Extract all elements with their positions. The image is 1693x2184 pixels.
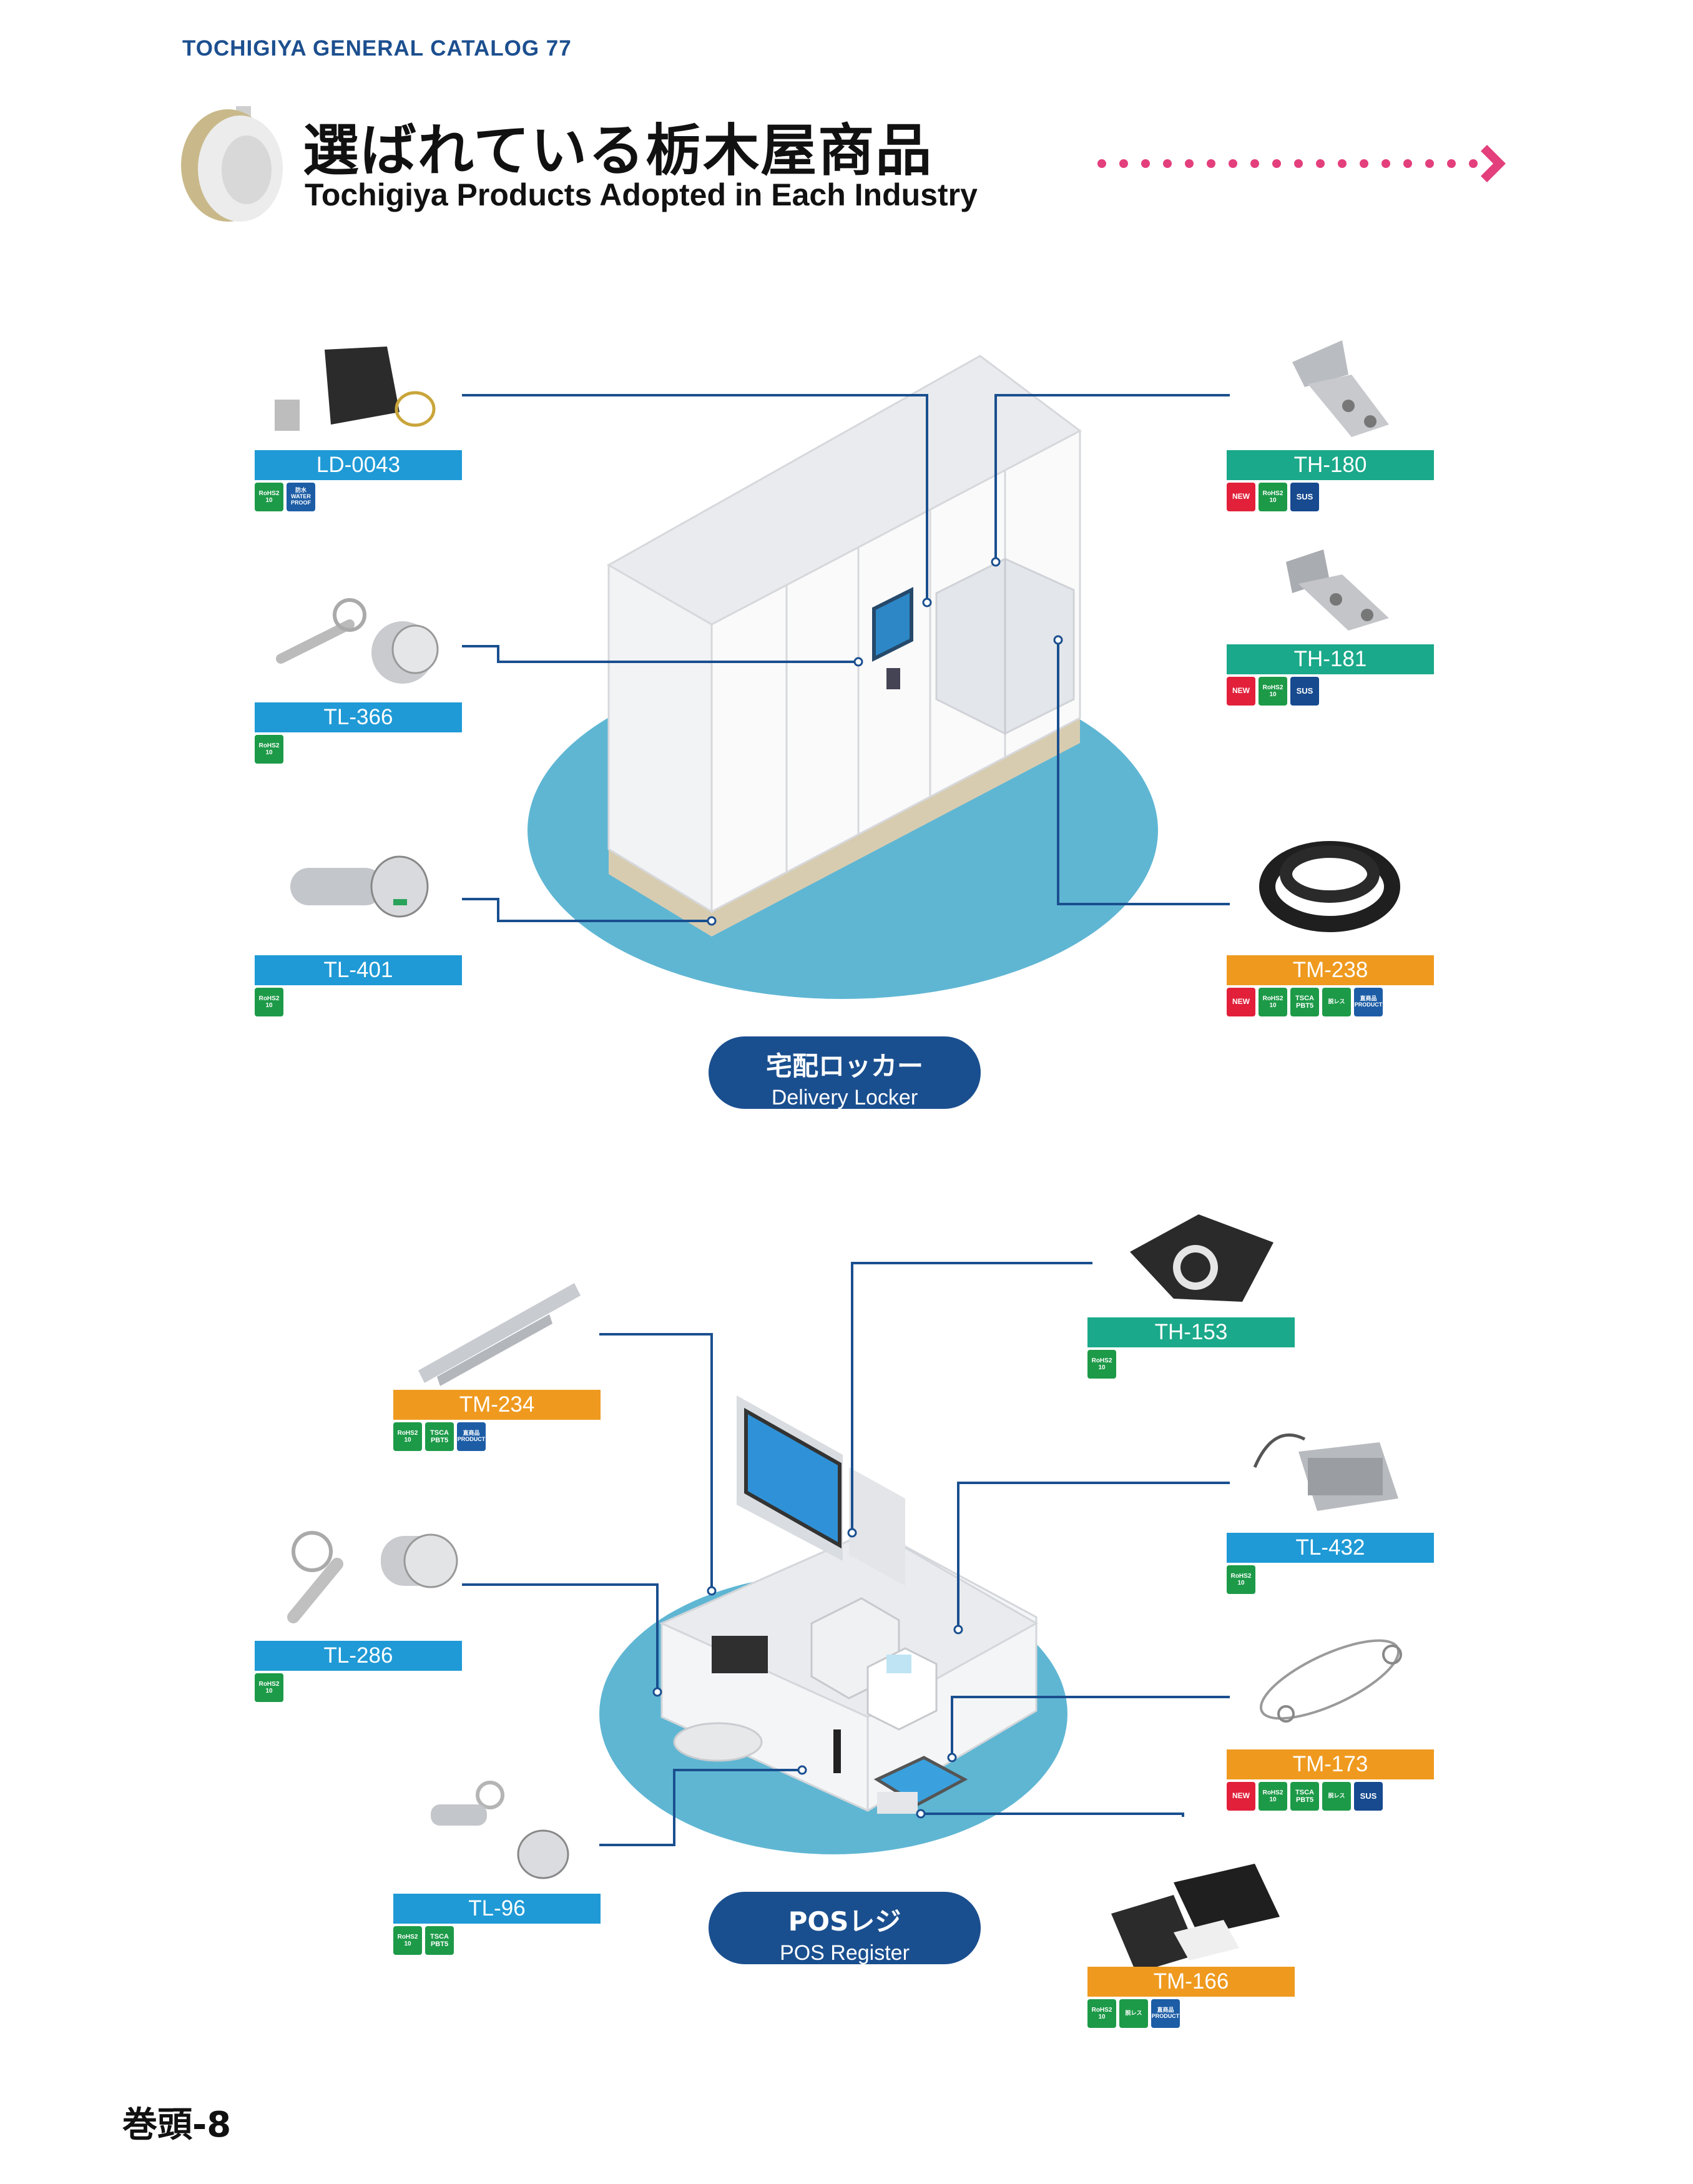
product-tag-tl-96[interactable]: TL-96	[393, 1894, 601, 1924]
product-tag-ld-0043[interactable]: LD-0043	[255, 450, 462, 480]
page-title-jp: 選ばれている栃木屋商品	[303, 118, 933, 184]
rohs-badge-icon: RoHS2 10	[255, 988, 283, 1016]
pos-leader-lines	[462, 1262, 1230, 1846]
tl96-image	[431, 1781, 569, 1879]
badges-tl-432: RoHS2 10	[1227, 1565, 1255, 1594]
rohs-badge-icon: RoHS2 10	[1087, 1999, 1116, 2028]
rohs-badge-icon: RoHS2 10	[255, 483, 283, 511]
leadless-badge-icon: 脱レス	[1322, 1782, 1351, 1811]
tm238-image	[1259, 841, 1400, 932]
catalog-title: TOCHIGIYA GENERAL CATALOG 77	[182, 36, 572, 61]
product-tag-tm-173[interactable]: TM-173	[1227, 1749, 1434, 1779]
locker-leader-lines	[462, 394, 1230, 922]
rohs-badge-icon: RoHS2 10	[1259, 988, 1287, 1016]
section-label-pos-register: POSレジ POS Register	[709, 1892, 981, 1965]
locker-illustration	[528, 355, 1158, 999]
product-tag-tl-401[interactable]: TL-401	[255, 955, 462, 985]
th181-image	[1286, 549, 1389, 631]
section-label-jp: POSレジ	[788, 1906, 901, 1937]
caster-icon	[181, 106, 283, 222]
rohs-badge-icon: RoHS2 10	[255, 735, 283, 764]
th153-image	[1130, 1214, 1273, 1302]
badges-tl-286: RoHS2 10	[255, 1673, 283, 1702]
badges-tl-401: RoHS2 10	[255, 988, 283, 1016]
section-label-delivery-locker: 宅配ロッカー Delivery Locker	[709, 1036, 981, 1109]
section-label-en: Delivery Locker	[771, 1086, 918, 1109]
badges-tm-166: RoHS2 10 脱レス 直商品 PRODUCT	[1087, 1999, 1180, 2028]
tm234-image	[418, 1283, 581, 1386]
product-tag-tl-366[interactable]: TL-366	[255, 702, 462, 732]
page-number: 巻頭-8	[122, 2105, 232, 2145]
product-badge-icon: 直商品 PRODUCT	[457, 1422, 486, 1451]
rohs-badge-icon: RoHS2 10	[255, 1673, 283, 1702]
tsca-badge-icon: TSCA PBT5	[425, 1422, 454, 1451]
badges-th-181: NEW RoHS2 10 SUS	[1227, 677, 1319, 706]
product-tag-th-181[interactable]: TH-181	[1227, 644, 1434, 674]
tl286-image	[287, 1531, 458, 1623]
tsca-badge-icon: TSCA PBT5	[425, 1926, 454, 1955]
product-tag-tm-238[interactable]: TM-238	[1227, 955, 1434, 985]
rohs-badge-icon: RoHS2 10	[393, 1422, 422, 1451]
section-label-jp: 宅配ロッカー	[765, 1051, 923, 1081]
tl401-image	[290, 855, 429, 918]
rohs-badge-icon: RoHS2 10	[1227, 1565, 1255, 1594]
new-badge-icon: NEW	[1227, 677, 1255, 706]
rohs-badge-icon: RoHS2 10	[1087, 1350, 1116, 1379]
th180-image	[1292, 340, 1389, 437]
rohs-badge-icon: RoHS2 10	[1259, 1782, 1287, 1811]
new-badge-icon: NEW	[1227, 1782, 1255, 1811]
badges-th-180: NEW RoHS2 10 SUS	[1227, 483, 1319, 511]
rohs-badge-icon: RoHS2 10	[1259, 677, 1287, 706]
leadless-badge-icon: 脱レス	[1119, 1999, 1148, 2028]
product-tag-tl-432[interactable]: TL-432	[1227, 1533, 1434, 1563]
tsca-badge-icon: TSCA PBT5	[1290, 1782, 1319, 1811]
new-badge-icon: NEW	[1227, 988, 1255, 1016]
tm166-image	[1111, 1864, 1280, 1973]
sus-badge-icon: SUS	[1290, 677, 1319, 706]
rohs-badge-icon: RoHS2 10	[1259, 483, 1287, 511]
pos-illustration	[599, 1395, 1067, 1854]
badges-th-153: RoHS2 10	[1087, 1350, 1116, 1379]
product-tag-tm-166[interactable]: TM-166	[1087, 1967, 1295, 1997]
page-title-en: Tochigiya Products Adopted in Each Indus…	[305, 177, 978, 212]
product-badge-icon: 直商品 PRODUCT	[1151, 1999, 1180, 2028]
badges-ld-0043: RoHS2 10 防水 WATER PROOF	[255, 483, 315, 511]
badges-tl-96: RoHS2 10 TSCA PBT5	[393, 1926, 454, 1955]
tsca-badge-icon: TSCA PBT5	[1290, 988, 1319, 1016]
tl366-image	[276, 598, 439, 684]
tm173-image	[1259, 1639, 1402, 1723]
leadless-badge-icon: 脱レス	[1322, 988, 1351, 1016]
product-badge-icon: 直商品 PRODUCT	[1354, 988, 1383, 1016]
ld0043-image	[275, 347, 436, 431]
product-tag-th-153[interactable]: TH-153	[1087, 1317, 1295, 1347]
rohs-badge-icon: RoHS2 10	[393, 1926, 422, 1955]
sus-badge-icon: SUS	[1290, 483, 1319, 511]
badges-tl-366: RoHS2 10	[255, 735, 283, 764]
badges-tm-238: NEW RoHS2 10 TSCA PBT5 脱レス 直商品 PRODUCT	[1227, 988, 1383, 1016]
section-label-en: POS Register	[780, 1941, 910, 1965]
waterproof-badge-icon: 防水 WATER PROOF	[287, 483, 315, 511]
product-tag-tm-234[interactable]: TM-234	[393, 1390, 601, 1420]
product-tag-th-180[interactable]: TH-180	[1227, 450, 1434, 480]
sus-badge-icon: SUS	[1354, 1782, 1383, 1811]
tl432-image	[1253, 1433, 1398, 1511]
new-badge-icon: NEW	[1227, 483, 1255, 511]
product-tag-tl-286[interactable]: TL-286	[255, 1641, 462, 1671]
badges-tm-234: RoHS2 10 TSCA PBT5 直商品 PRODUCT	[393, 1422, 486, 1451]
dotted-arrow-icon	[1097, 145, 1506, 182]
badges-tm-173: NEW RoHS2 10 TSCA PBT5 脱レス SUS	[1227, 1782, 1383, 1811]
